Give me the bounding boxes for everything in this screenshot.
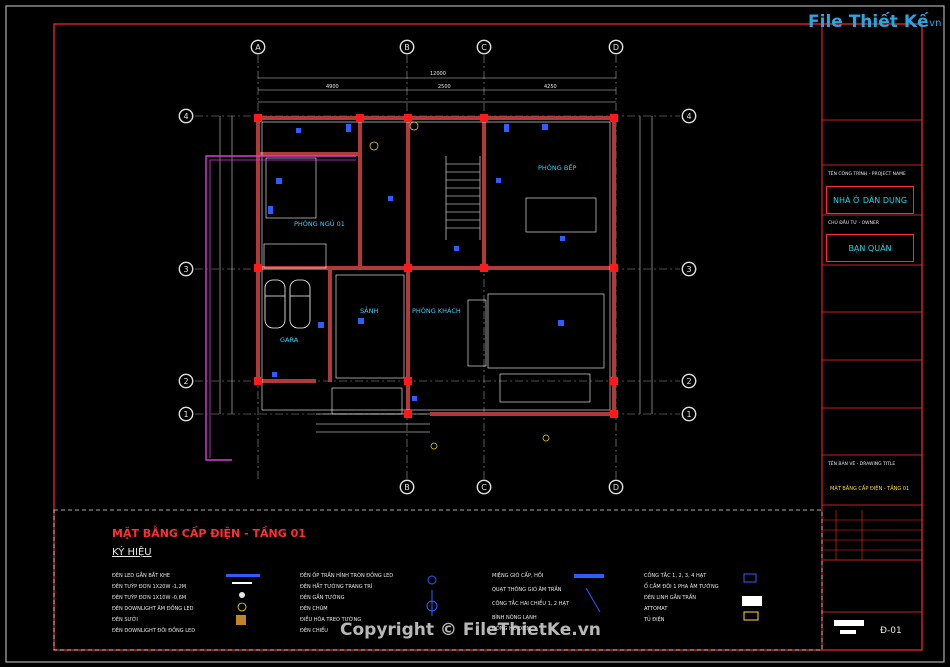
brand-watermark-text: File Thiết Kế <box>808 12 929 32</box>
legend-item: ĐÈN DOWNLIGHT ĐÔI ĐỒNG LED <box>112 628 196 634</box>
brand-watermark-domain: .vn <box>926 18 942 29</box>
grid-label-2-right: 2 <box>682 374 696 388</box>
grid-label-4-left: 4 <box>179 109 193 123</box>
grid-label-4-right: 4 <box>682 109 696 123</box>
copyright-watermark: Copyright © FileThietKe.vn <box>340 620 601 640</box>
sheet-outer-border <box>5 5 945 663</box>
walls <box>256 116 616 416</box>
legend-item: ĐÈN LED GẮN BẮT KHE <box>112 573 171 579</box>
legend-heading: KÝ HIỆU <box>112 547 152 558</box>
legend-item: ĐÈN TUÝP ĐƠN 1X20W -1,2M <box>112 584 187 590</box>
legend-item: ĐIỀU HÒA TREO TƯỜNG <box>300 617 362 623</box>
project-name: NHÀ Ở DÂN DỤNG <box>826 186 914 214</box>
room-label-hall: SẢNH <box>360 307 379 315</box>
power-feeder-line-2 <box>209 159 356 458</box>
room-label-bedroom: PHÒNG NGỦ 01 <box>294 220 345 228</box>
legend-item: ĐÈN TUÝP ĐƠN 1X10W -0,6M <box>112 595 187 601</box>
grid-label-c-top: C <box>477 40 491 54</box>
legend-item: CÔNG TẮC HAI CHIỀU 1, 2 HẠT <box>492 601 569 607</box>
owner-name: BẠN QUÂN <box>826 234 914 262</box>
grid-label-b-top: B <box>400 40 414 54</box>
title-block-rows <box>822 119 922 613</box>
drawing-title: MẶT BẰNG CẤP ĐIỆN - TẦNG 01 <box>112 527 306 540</box>
dimension-total: 12000 <box>430 71 446 77</box>
legend-item: Ổ CẮM ĐÔI 1 PHA ÂM TƯỜNG <box>644 584 719 590</box>
brand-watermark: File Thiết Kế .vn <box>808 8 942 42</box>
grid-label-c-bottom: C <box>477 480 491 494</box>
dimension-c-d: 4250 <box>544 84 557 90</box>
legend-item: ĐÈN SƯỞI <box>112 617 138 623</box>
legend-symbols <box>226 573 762 625</box>
light-fixtures <box>268 124 565 401</box>
legend-box <box>53 509 823 651</box>
legend-item: ATTOMAT <box>644 606 668 612</box>
grid-label-d-top: D <box>609 40 623 54</box>
legend-item: ĐÈN LINH GẮN TRẦN <box>644 595 697 601</box>
title-block-logo-mark <box>834 620 864 626</box>
grid-label-b-bottom: B <box>400 480 414 494</box>
grid-label-a-top: A <box>251 40 265 54</box>
legend-item: QUẠT THÔNG GIÓ ÂM TRẦN <box>492 587 562 593</box>
columns <box>254 114 618 418</box>
drawing-name-label: TÊN BẢN VẼ - DRAWING TITLE <box>828 462 896 467</box>
legend-item: TỦ ĐIỆN <box>644 617 665 623</box>
revision-table <box>822 510 922 560</box>
legend-item: CÔNG TẮC 1, 2, 3, 4 HẠT <box>644 573 707 579</box>
dimension-a-b: 4900 <box>326 84 339 90</box>
legend-item: ĐÈN HẮT TƯỜNG TRANG TRÍ <box>300 584 373 590</box>
drawing-name: MẶT BẰNG CẤP ĐIỆN - TẦNG 01 <box>830 486 910 492</box>
grid-label-1-right: 1 <box>682 407 696 421</box>
room-label-living: PHÒNG KHÁCH <box>412 307 461 315</box>
lamp-symbols <box>369 121 550 450</box>
legend-item: MIỆNG GIÓ CẤP, HỒI <box>492 573 544 579</box>
dimension-b-c: 2500 <box>438 84 451 90</box>
legend-item: ĐÈN CHIẾU <box>300 628 328 634</box>
title-block-logo-mark-2 <box>840 630 856 634</box>
inner-wall-lines <box>261 121 611 433</box>
legend-item: ĐỒNG HỒ ĐIỆN <box>492 626 531 632</box>
legend-item: ĐÈN ỐP TRẦN HÌNH TRÒN ĐỒNG LED <box>300 573 394 579</box>
grid-label-d-bottom: D <box>609 480 623 494</box>
grid-label-1-left: 1 <box>179 407 193 421</box>
grid-label-3-left: 3 <box>179 262 193 276</box>
owner-label: CHỦ ĐẦU TƯ - OWNER <box>828 221 879 226</box>
legend-item: ĐÈN GẮN TƯỜNG <box>300 595 345 601</box>
dimension-lines <box>219 77 653 414</box>
room-label-garage: GARA <box>280 336 299 344</box>
room-label-kitchen: PHÒNG BẾP <box>538 164 577 172</box>
project-name-label: TÊN CÔNG TRÌNH - PROJECT NAME <box>828 172 906 177</box>
power-feeder-line <box>205 155 356 461</box>
garage-cars <box>264 279 311 329</box>
grid-label-3-right: 3 <box>682 262 696 276</box>
legend-item: BÌNH NÓNG LẠNH <box>492 615 537 621</box>
sheet-number: Đ-01 <box>880 626 902 636</box>
legend-item: ĐÈN DOWNLIGHT ÂM ĐỒNG LED <box>112 606 194 612</box>
legend-item: ĐÈN CHÙM <box>300 606 328 612</box>
grid-label-2-left: 2 <box>179 374 193 388</box>
